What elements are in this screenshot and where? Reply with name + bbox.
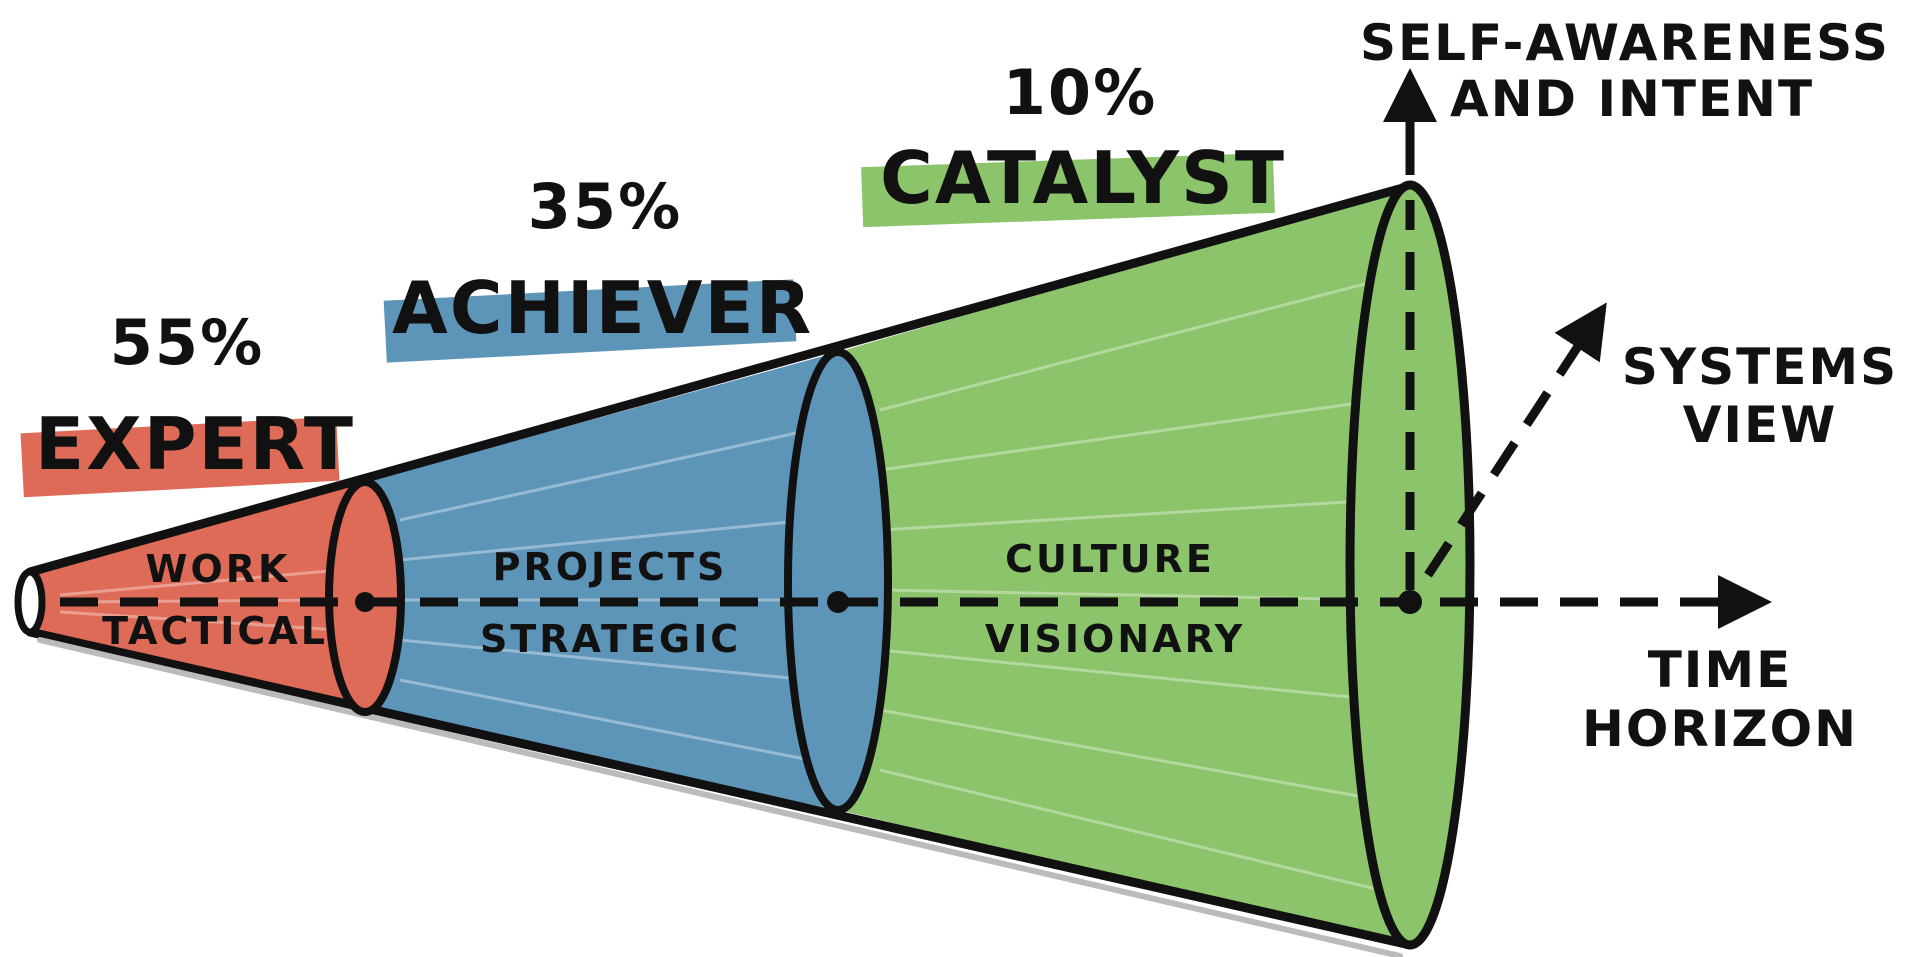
- systems-view-axis: [1424, 302, 1607, 578]
- brush-texture: [59, 278, 1381, 892]
- achiever-percent: 35%: [527, 170, 683, 243]
- self-awareness-label-line1: SELF-AWARENESS: [1360, 14, 1890, 72]
- catalyst-highlight: [861, 152, 1275, 228]
- expert-focus: WORK: [145, 547, 291, 591]
- cone-upper-edge: [25, 181, 1415, 577]
- expert-segment: [30, 482, 365, 712]
- catalyst-focus: CULTURE: [1005, 537, 1215, 581]
- achiever-name: ACHIEVER: [392, 266, 814, 350]
- systems-view-label-line1: SYSTEMS: [1621, 338, 1899, 396]
- tip-ellipse: [14, 568, 46, 636]
- catalyst-segment: [838, 186, 1410, 945]
- achiever-mode: STRATEGIC: [480, 617, 742, 661]
- expert-name: EXPERT: [35, 402, 355, 486]
- cone-shadow: [37, 637, 1403, 957]
- achiever-highlight: [383, 279, 797, 363]
- achiever-focus: PROJECTS: [492, 545, 728, 589]
- achiever-ellipse: [784, 348, 892, 814]
- catalyst-percent: 10%: [1002, 56, 1158, 129]
- expert-percent: 55%: [109, 306, 265, 379]
- time-horizon-label-line2: HORIZON: [1581, 700, 1859, 758]
- achiever-center-dot: [827, 591, 849, 613]
- time-horizon-label-line1: TIME: [1647, 641, 1793, 699]
- catalyst-mode: VISIONARY: [985, 617, 1246, 661]
- cone-lower-edge: [25, 627, 1415, 950]
- achiever-segment: [365, 352, 838, 810]
- expert-highlight: [20, 416, 340, 498]
- catalyst-name: CATALYST: [880, 136, 1286, 220]
- expert-mode: TACTICAL: [102, 609, 328, 653]
- systems-view-label-line2: VIEW: [1682, 396, 1838, 454]
- self-awareness-label-line2: AND INTENT: [1450, 70, 1815, 128]
